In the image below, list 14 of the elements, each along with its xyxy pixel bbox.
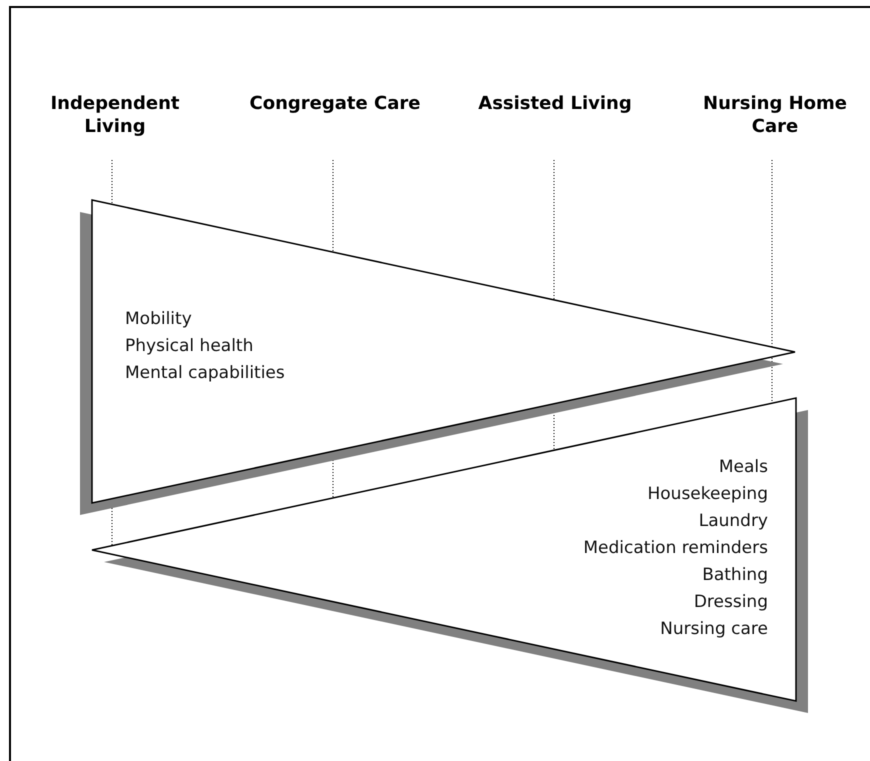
list-item: Bathing — [702, 564, 768, 587]
list-item: Physical health — [125, 335, 254, 358]
list-item: Medication reminders — [583, 537, 768, 560]
stage-heading: Assisted Living — [477, 92, 633, 115]
stage-heading: Independent Living — [49, 92, 181, 138]
list-item: Nursing care — [660, 618, 768, 641]
list-item: Dressing — [694, 591, 768, 614]
stage-heading: Congregate Care — [248, 92, 422, 115]
list-item: Housekeeping — [647, 483, 768, 506]
list-item: Meals — [718, 456, 768, 479]
list-item: Laundry — [698, 510, 768, 533]
stage-heading: Nursing Home Care — [702, 92, 848, 138]
list-item: Mobility — [125, 308, 192, 331]
list-item: Mental capabilities — [125, 362, 285, 385]
